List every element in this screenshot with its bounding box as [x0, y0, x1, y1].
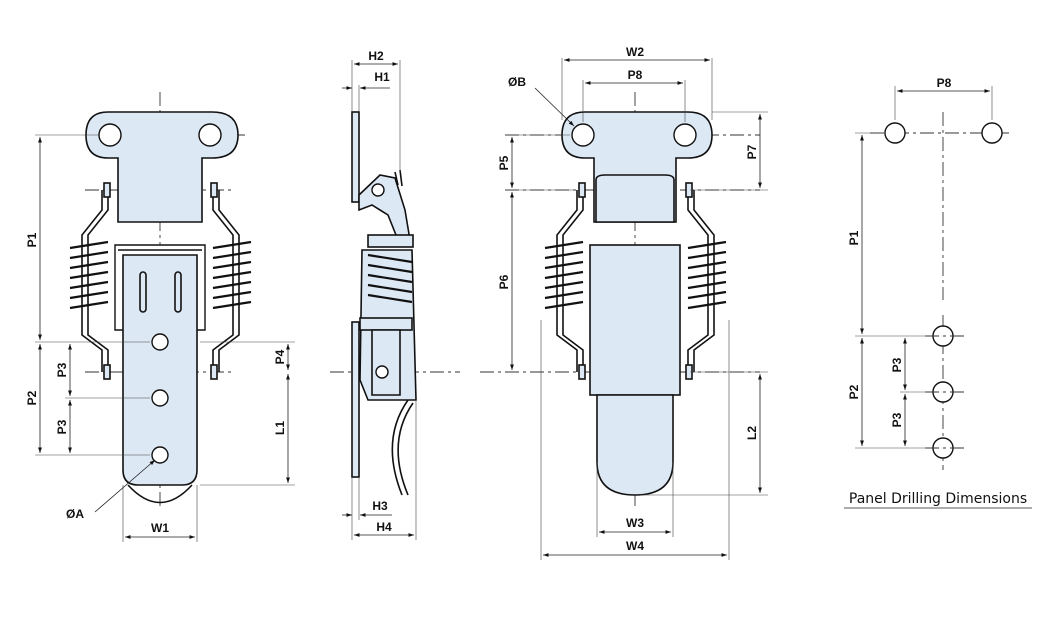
side-view — [330, 60, 460, 540]
label-p6: P6 — [497, 274, 511, 289]
front-view — [35, 92, 295, 542]
label-p8-rear: P8 — [628, 68, 643, 82]
label-l2: L2 — [745, 426, 759, 440]
panel-drilling-caption: Panel Drilling Dimensions — [849, 491, 1027, 507]
label-w2: W2 — [626, 45, 644, 59]
label-dia-b: ØB — [508, 75, 526, 89]
label-h4: H4 — [376, 520, 392, 534]
label-p7: P7 — [745, 144, 759, 159]
label-w1: W1 — [151, 521, 169, 535]
label-p2: P2 — [25, 390, 39, 405]
label-p3-panel-upper: P3 — [890, 357, 904, 372]
label-p1-panel: P1 — [847, 230, 861, 245]
label-p2-panel: P2 — [847, 384, 861, 399]
label-w3: W3 — [626, 516, 644, 530]
label-dia-a: ØA — [66, 507, 84, 521]
label-p4: P4 — [273, 349, 287, 364]
label-p3-upper: P3 — [55, 362, 69, 377]
label-p1: P1 — [25, 232, 39, 247]
label-p5: P5 — [497, 155, 511, 170]
rear-view — [480, 58, 768, 560]
label-p3-lower: P3 — [55, 419, 69, 434]
label-l1: L1 — [273, 421, 287, 435]
label-h1: H1 — [374, 70, 390, 84]
label-p3-panel-lower: P3 — [890, 412, 904, 427]
label-p8-panel: P8 — [937, 76, 952, 90]
label-h2: H2 — [368, 49, 384, 63]
label-h3: H3 — [372, 499, 388, 513]
panel-drilling-view — [844, 86, 1032, 509]
label-w4: W4 — [626, 539, 644, 553]
